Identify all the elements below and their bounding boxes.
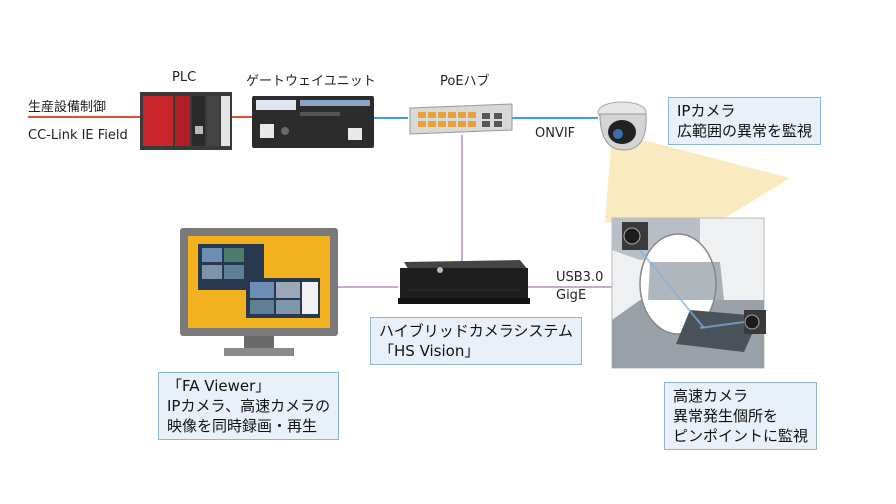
machine-scene-illustration [611,217,766,369]
usb-label: USB3.0 [556,270,604,285]
gateway-icon [252,96,374,148]
fa-viewer-desc1: IPカメラ、高速カメラの [167,397,331,415]
gige-label: GigE [556,288,587,303]
hybrid-callout: ハイブリッドカメラシステム 「HS Vision」 [370,317,582,365]
plc-icon [140,92,232,150]
hybrid-system-icon [398,260,530,304]
gateway-label: ゲートウェイユニット [246,74,376,89]
monitor-icon [180,228,338,356]
hs-camera-desc2: ピンポイントに監視 [673,427,809,445]
poe-hub-icon [409,103,513,135]
fa-viewer-callout: 「FA Viewer」 IPカメラ、高速カメラの 映像を同時録画・再生 [158,372,340,440]
fa-viewer-desc2: 映像を同時録画・再生 [167,417,318,435]
ip-camera-callout: IPカメラ 広範囲の異常を監視 [668,97,822,145]
fa-viewer-title: 「FA Viewer」 [167,377,271,395]
field-network-label: CC-Link IE Field [28,128,128,143]
hybrid-product-name: 「HS Vision」 [379,342,480,360]
plc-label: PLC [172,70,197,85]
ip-camera-view-cone [605,132,790,226]
ip-camera-desc: 広範囲の異常を監視 [677,122,813,140]
poe-hub-label: PoEハブ [440,74,490,89]
hs-camera-title: 高速カメラ [673,387,749,405]
onvif-label: ONVIF [535,126,576,141]
ip-camera-title: IPカメラ [677,102,736,120]
hs-camera-desc1: 異常発生個所を [673,407,779,425]
ip-camera-icon [597,101,647,151]
hybrid-title: ハイブリッドカメラシステム [379,322,573,340]
control-line-label: 生産設備制御 [28,100,107,115]
hs-camera-callout: 高速カメラ 異常発生個所を ピンポイントに監視 [664,382,818,450]
